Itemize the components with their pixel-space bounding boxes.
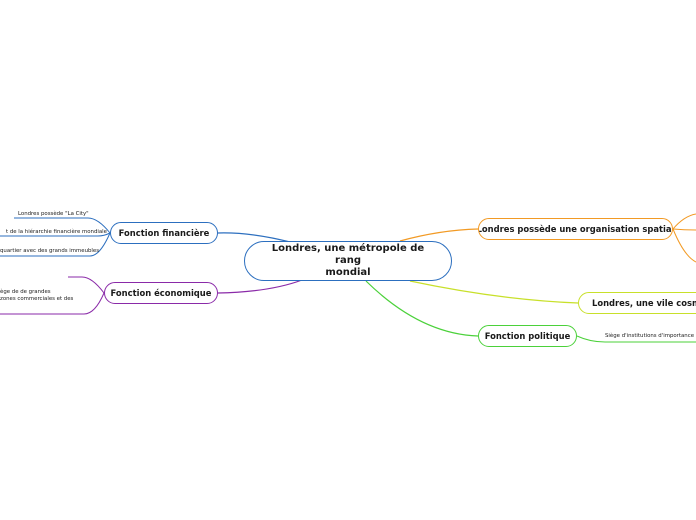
connector-economique	[217, 279, 303, 294]
connector-leaf-siege	[576, 335, 696, 343]
connector-organisation-leaf-b	[672, 228, 696, 231]
topic-organisation-spatiale[interactable]: Londres possède une organisation spatial	[478, 218, 673, 240]
connector-organisation	[399, 228, 479, 242]
connector-organisation-leaf-a	[672, 213, 696, 230]
topic-label: Londres, une vile cosmopolite	[592, 298, 696, 308]
subtopic-line: ège de de grandes	[0, 289, 51, 295]
connector-leaf-eco-bottom	[0, 292, 105, 315]
subtopic-siege-grandes-entreprises[interactable]: ège de de grandes zones commerciales et …	[0, 289, 73, 303]
connector-leaf-hierarchie	[0, 232, 111, 237]
connector-leaf-quartier	[0, 232, 111, 257]
subtopic-hierarchie-financiere[interactable]: t de la hiérarchie financière mondiale	[6, 229, 107, 235]
subtopic-line: zones commerciales et des	[0, 296, 74, 302]
connector-financiere	[217, 232, 291, 243]
connector-leaf-eco-top	[68, 276, 105, 294]
subtopic-la-city[interactable]: Londres possède "La City"	[18, 211, 89, 217]
topic-fonction-politique[interactable]: Fonction politique	[478, 325, 577, 347]
subtopic-quartier-immeubles[interactable]: quartier avec des grands immeubles	[0, 248, 100, 254]
topic-label: Fonction financière	[118, 228, 210, 238]
topic-fonction-economique[interactable]: Fonction économique	[104, 282, 218, 304]
topic-label: Fonction politique	[484, 331, 571, 341]
connector-leaf-city	[14, 217, 111, 234]
connector-cosmopolite	[409, 280, 579, 304]
topic-label: Fonction économique	[110, 288, 212, 298]
topic-label: Londres possède une organisation spatial	[478, 224, 673, 234]
subtopic-siege-institutions[interactable]: Siège d'institutions d'importance	[605, 333, 695, 339]
topic-fonction-financiere[interactable]: Fonction financière	[110, 222, 218, 244]
topic-ville-cosmopolite[interactable]: Londres, une vile cosmopolite	[578, 292, 696, 314]
connector-organisation-leaf-c	[672, 228, 696, 263]
connector-politique	[365, 280, 479, 337]
